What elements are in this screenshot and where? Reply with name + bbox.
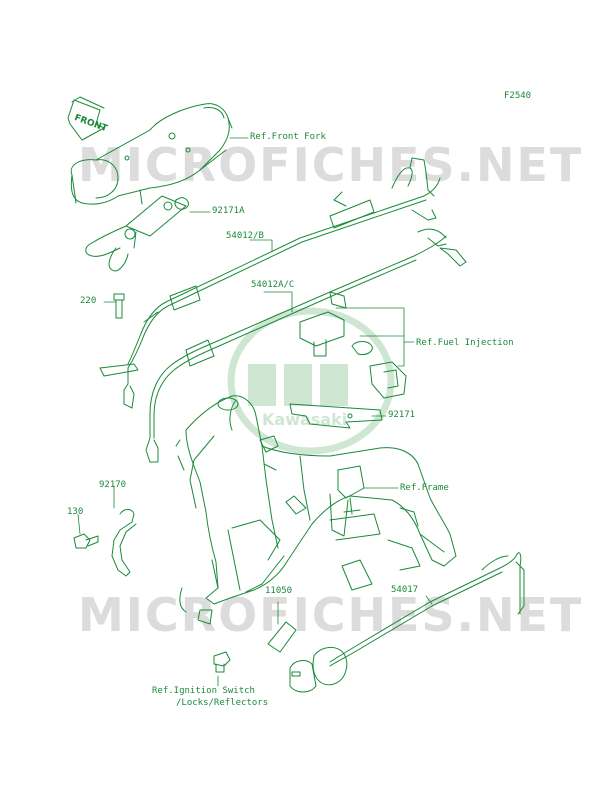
watermark-top: MICROFICHES.NET bbox=[78, 138, 584, 192]
bracket-92170 bbox=[111, 509, 137, 577]
bracket-92171 bbox=[289, 403, 383, 429]
label-54012b[interactable]: 54012/B bbox=[226, 231, 264, 241]
frame-bracket bbox=[337, 465, 365, 515]
label-54017[interactable]: 54017 bbox=[391, 585, 419, 595]
label-130[interactable]: 130 bbox=[67, 507, 84, 517]
label-ref-ignition-switch[interactable]: Ref.Ignition Switch bbox=[152, 686, 255, 696]
label-54012ac[interactable]: 54012A/C bbox=[251, 280, 295, 290]
watermark-bottom: MICROFICHES.NET bbox=[78, 588, 584, 642]
upper-bracket bbox=[70, 103, 233, 205]
diagram-code: F2540 bbox=[504, 91, 532, 101]
label-ref-fuel-injection[interactable]: Ref.Fuel Injection bbox=[416, 338, 514, 348]
label-ref-frame[interactable]: Ref.Frame bbox=[400, 483, 449, 493]
fuel-injection-parts bbox=[299, 291, 407, 399]
cable-54012ac bbox=[145, 228, 467, 463]
label-92171a[interactable]: 92171A bbox=[212, 206, 245, 216]
front-arrow-icon: FRONT bbox=[67, 96, 109, 141]
bolt-130 bbox=[73, 533, 99, 549]
label-ref-locks-reflectors[interactable]: /Locks/Reflectors bbox=[176, 698, 269, 708]
label-11050[interactable]: 11050 bbox=[265, 586, 293, 596]
label-92170[interactable]: 92170 bbox=[99, 480, 127, 490]
center-logo-watermark bbox=[227, 307, 395, 455]
label-220[interactable]: 220 bbox=[80, 296, 97, 306]
cable-54012b bbox=[99, 157, 441, 409]
label-ref-front-fork[interactable]: Ref.Front Fork bbox=[250, 132, 326, 142]
cable-54017 bbox=[329, 552, 525, 667]
ignition-switch bbox=[213, 621, 348, 693]
label-92171[interactable]: 92171 bbox=[388, 410, 416, 420]
main-frame bbox=[175, 395, 457, 625]
center-logo-text: Kawasaki bbox=[262, 410, 348, 429]
leader-lines bbox=[77, 137, 433, 687]
cable-clamp bbox=[85, 189, 187, 272]
bolt-220 bbox=[113, 293, 125, 319]
